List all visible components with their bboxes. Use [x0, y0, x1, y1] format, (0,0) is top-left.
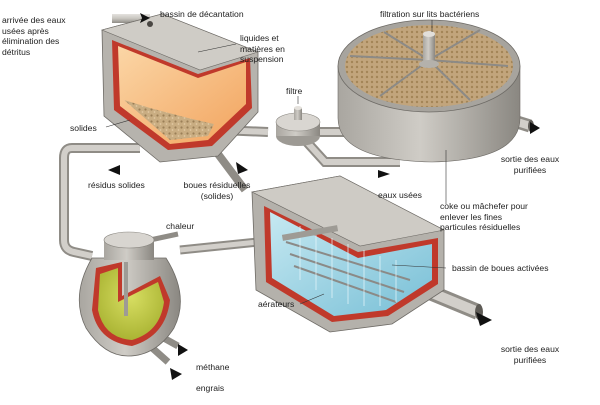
- arrow-outlet-bottom: [476, 312, 492, 326]
- label-solides: solides: [70, 123, 97, 133]
- label-sortie-bottom: sortie des eaux purifiées: [500, 344, 560, 365]
- label-boues-residuelles: boues résiduelles (solides): [183, 180, 251, 201]
- label-filtre: filtre: [286, 86, 303, 96]
- label-coke: coke ou mâchefer pour enlever les fines …: [440, 201, 528, 232]
- label-engrais: engrais: [196, 383, 225, 393]
- arrow-outlet-top: [530, 122, 540, 134]
- label-chaleur: chaleur: [166, 221, 195, 231]
- flow-arrows: [108, 13, 540, 380]
- label-bassin-boues: bassin de boues activées: [452, 263, 549, 273]
- digester-tank: [78, 231, 181, 357]
- arrow-sludge: [236, 162, 248, 174]
- arrow-fertilizer: [170, 368, 182, 380]
- label-eaux-usees: eaux usées: [378, 190, 422, 200]
- activated-sludge-basin: [251, 175, 445, 333]
- label-bassin-decantation: bassin de décantation: [160, 9, 244, 19]
- label-filtration: filtration sur lits bactériens: [380, 9, 480, 19]
- bacterial-bed-filter: [337, 19, 521, 163]
- arrow-methane: [178, 344, 188, 356]
- label-sortie-top: sortie des eaux purifiées: [500, 154, 560, 175]
- arrow-residues: [108, 165, 120, 175]
- decantation-basin: [101, 13, 259, 163]
- filter-unit: [275, 106, 321, 146]
- label-methane: méthane: [196, 362, 230, 372]
- label-residus: résidus solides: [88, 180, 145, 190]
- arrow-inlet: [140, 13, 150, 23]
- label-arrivee: arrivée des eaux usées après élimination…: [2, 15, 66, 57]
- arrow-wastewater: [378, 170, 390, 178]
- leader-lines: [105, 20, 447, 305]
- label-liquides: liquides et matières en suspension: [240, 33, 285, 64]
- label-aerateurs: aérateurs: [258, 299, 295, 309]
